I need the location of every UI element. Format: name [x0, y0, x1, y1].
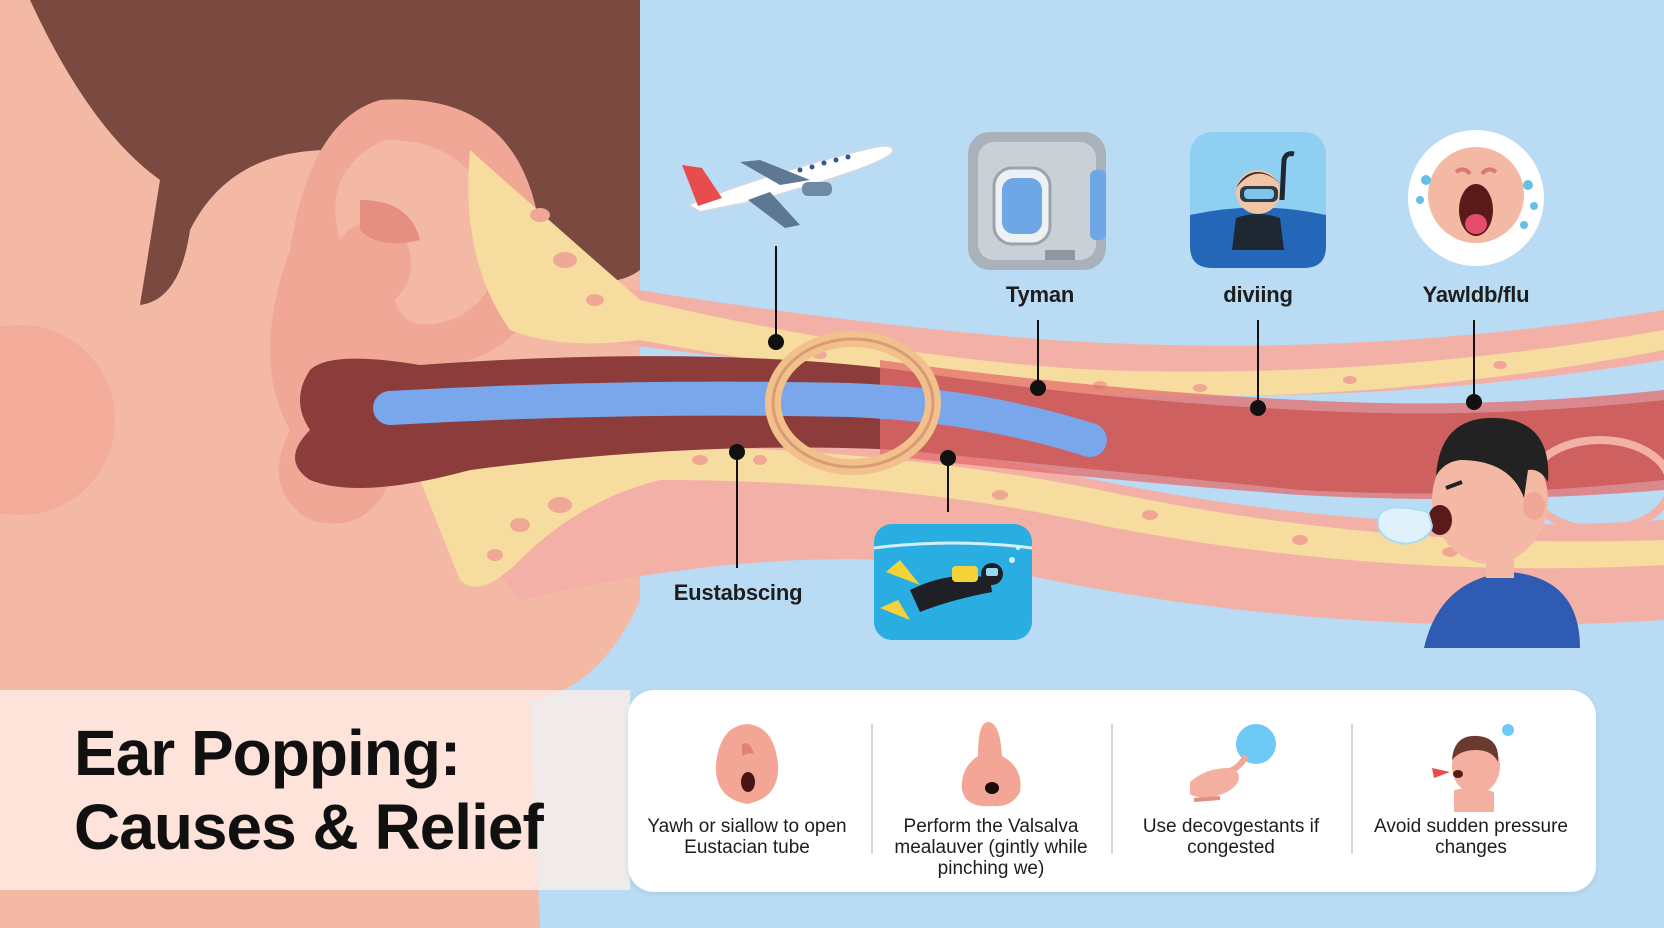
upper-bone-layer — [468, 150, 1664, 397]
tip-yawn-swallow: Yawh or siallow to open Eustacian tube — [628, 690, 866, 892]
eustachian-tube — [373, 381, 1107, 457]
tip-text: Yawh or siallow to open Eustacian tube — [647, 816, 847, 858]
nose-pinch-icon — [961, 722, 1021, 807]
tip-text: Perform the Valsalva mealauver (gintly w… — [894, 816, 1088, 879]
bone-specks — [487, 208, 1507, 561]
tip-text: Use decovgestants if congested — [1142, 816, 1320, 858]
tip-text: Avoid sudden pressure changes — [1374, 816, 1568, 858]
lower-tissue — [420, 445, 1664, 625]
title-band — [0, 690, 630, 890]
title-line-2: Causes & Relief — [74, 791, 544, 863]
nose-yawn-icon — [715, 724, 779, 804]
tip-divider — [871, 724, 873, 854]
label-yawn-flu: Yawldb/flu — [1422, 282, 1530, 307]
yawning-face-icon — [1408, 130, 1544, 266]
snorkeler-icon — [1190, 132, 1326, 268]
tip-divider — [1111, 724, 1113, 854]
label-tyman: Tyman — [1005, 282, 1075, 307]
scuba-diver-icon — [873, 524, 1033, 640]
relief-tips-panel: Yawh or siallow to open Eustacian tube P… — [628, 690, 1596, 892]
person-exhale-icon — [1432, 724, 1514, 812]
page-title: Ear Popping: Causes & Relief — [74, 716, 544, 864]
tip-decongestants: Use decovgestants if congested — [1112, 690, 1350, 892]
spray-bottle-icon — [1190, 724, 1276, 802]
lower-bone-layer — [420, 445, 1664, 587]
ear-concha — [360, 200, 420, 244]
title-line-1: Ear Popping: — [74, 717, 461, 789]
yawning-person-icon — [1376, 417, 1580, 648]
cabin-window-icon — [968, 132, 1106, 270]
hair — [30, 0, 640, 305]
tip-divider — [1351, 724, 1353, 854]
tip-avoid-pressure: Avoid sudden pressure changes — [1352, 690, 1590, 892]
cheek-blush — [0, 325, 115, 515]
airplane-icon — [682, 144, 895, 228]
leader-lines — [729, 246, 1482, 568]
label-eustachian: Eustabscing — [673, 580, 803, 605]
label-diving: diviing — [1223, 282, 1293, 307]
tip-valsalva: Perform the Valsalva mealauver (gintly w… — [872, 690, 1110, 892]
eardrum-ring-outline — [771, 337, 935, 469]
